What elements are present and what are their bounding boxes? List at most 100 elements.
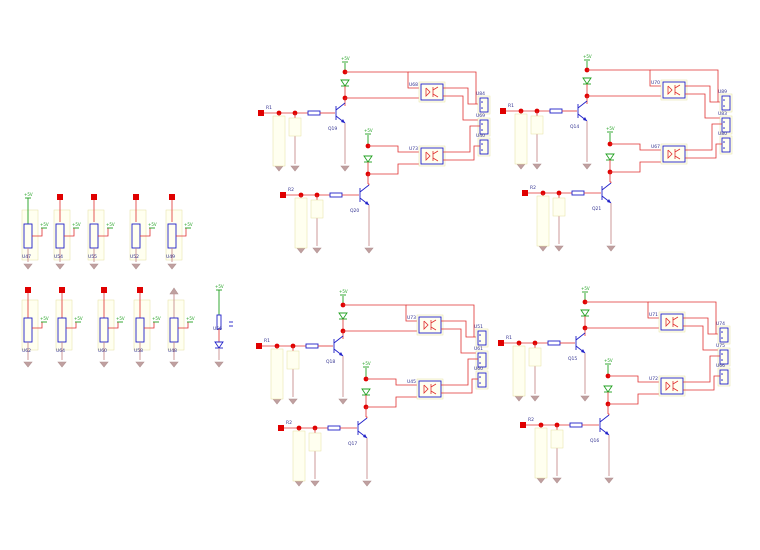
wire [443,95,480,121]
connector-pin [481,143,483,145]
connector-body [477,372,487,388]
part-label: R2 [286,420,292,426]
part-outline [658,311,686,333]
connector-pin [723,99,725,101]
power-net-label: +5V [72,222,81,227]
part-outline [717,347,731,367]
transistor-collector [333,335,344,344]
part-outline [719,115,733,135]
ground-symbol [552,477,562,484]
power-net-label: +5V [184,222,193,227]
transistor-arrow [581,349,585,353]
connector-body [719,327,729,343]
optocoupler-body [662,81,686,99]
connector-pin [723,147,725,149]
wire [610,181,612,183]
connector-body [479,119,489,135]
part-label: U83 [718,111,727,117]
resistor [549,108,563,114]
wire [108,322,119,329]
power-net-label: +5V [40,316,49,321]
opto-sensor [430,390,437,395]
part-outline [552,197,566,217]
ground-symbol [288,398,298,405]
wire [343,304,419,322]
pin-pad [137,287,143,293]
wire [608,413,610,415]
wire [685,85,722,103]
opto-led [423,384,429,394]
wire [443,87,480,105]
diode-icon [340,79,350,87]
part-outline [97,299,115,351]
ground-symbol [580,395,590,402]
transistor-collector [359,184,370,193]
ground-symbol [290,165,300,172]
wire [683,355,720,383]
pin-pad [57,194,63,200]
transistor-label: Q19 [328,126,337,132]
part-label: U56 [213,326,222,332]
pin-pad [101,287,107,293]
optocoupler-body [418,380,442,398]
part-label: U61 [474,346,483,352]
part-label: U84 [476,91,485,97]
connector-pin [481,101,483,103]
part-outline [477,95,491,115]
optocoupler-body [418,316,442,334]
part-outline [87,209,105,261]
ground-symbol [55,263,65,270]
pin-pad [256,343,262,349]
connector-pin [479,340,481,342]
part-label: U58 [134,348,143,354]
pin-pad [280,192,286,198]
connector-body [719,349,729,365]
part-outline [133,299,151,351]
ground-symbol [606,245,616,252]
part-outline [514,113,528,165]
part-label: U48 [168,348,177,354]
part-outline [167,299,185,351]
connector-pin [479,362,481,364]
wire [66,322,77,329]
ground-symbol [538,245,548,252]
part-label: R1 [266,105,272,111]
pin-pad [258,110,264,116]
part-label: U62 [22,348,31,354]
ground-symbol [582,163,592,170]
part-label: U71 [649,312,658,318]
ground-symbol [135,361,145,368]
part-outline [658,375,686,397]
part-outline [475,350,489,370]
ground-symbol [274,165,284,172]
part-outline [660,79,688,101]
part-outline [310,199,324,219]
part-outline [21,299,39,351]
power-net-label: +5V [148,222,157,227]
wire [144,322,155,329]
part-outline [55,299,73,351]
part-outline [308,432,322,452]
part-outline [660,143,688,165]
part-label: U72 [649,376,658,382]
transistor-collector [357,417,368,426]
connector-pin [481,149,483,151]
transistor-arrow [341,119,345,123]
power-net-label: +5V [606,126,615,131]
connector-body [719,369,729,385]
connector-body [721,117,731,133]
ground-symbol [338,398,348,405]
ground-symbol [296,247,306,254]
wire [608,393,661,405]
diode-icon [214,341,224,349]
ground-symbol [57,361,67,368]
diode-icon [338,312,348,320]
wire [408,71,477,104]
part-label: U47 [22,254,31,260]
pin-pad [91,194,97,200]
opto-led [667,149,673,159]
